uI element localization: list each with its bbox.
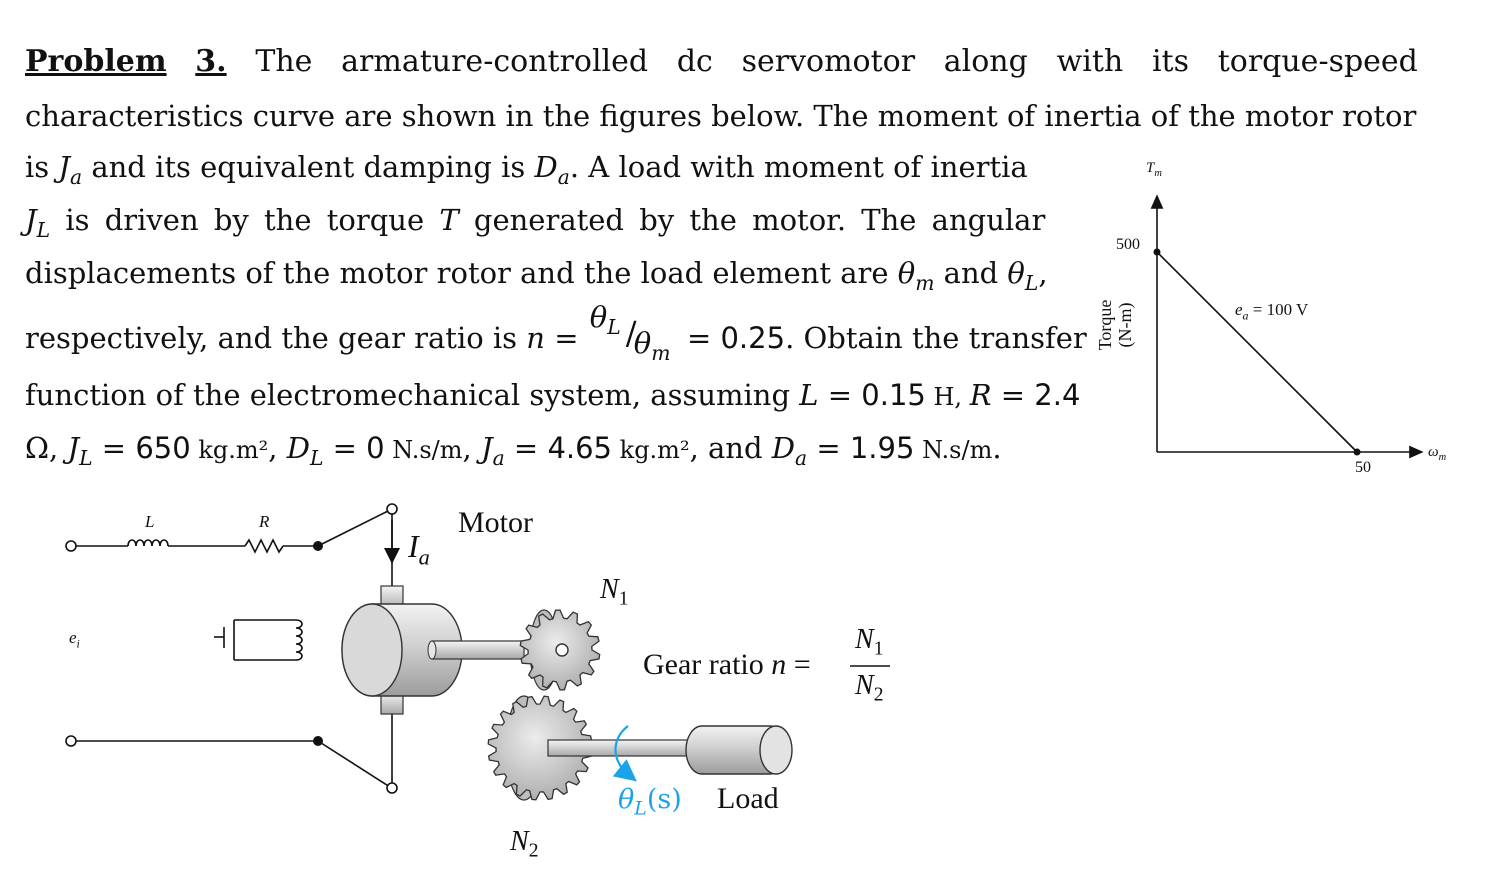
- problem-line-6: respectively, and the gear ratio is n = …: [25, 300, 1087, 365]
- gear-ratio-text: Gear ratio n =: [643, 648, 811, 681]
- gear-ratio-numerator: N1: [855, 624, 884, 660]
- input-terminal-top: [65, 540, 77, 552]
- problem-line-5: displacements of the motor rotor and the…: [25, 256, 1048, 295]
- gear-n2: [487, 695, 593, 801]
- input-terminal-bottom: [65, 735, 77, 747]
- switch-contact-bottom: [386, 782, 398, 794]
- line-label: ea = 100 V: [1235, 300, 1309, 323]
- resistor-label: R: [259, 512, 270, 531]
- problem-number: 3.: [195, 44, 227, 79]
- word: servomotor: [741, 44, 916, 79]
- motor-shaft: [431, 640, 525, 660]
- problem-line-8: Ω, JL = 650 kg.m², DL = 0 N.s/m, Ja = 4.…: [25, 431, 1002, 470]
- switch-arm-top: [317, 509, 391, 547]
- switch-contact-top: [386, 503, 398, 515]
- inductor-label: L: [145, 512, 155, 531]
- gear-ratio-fraction: θL/θm: [589, 300, 671, 365]
- resistor: [244, 538, 317, 554]
- problem-line-3: is Ja and its equivalent damping is Da. …: [25, 150, 1028, 189]
- current-label: Ia: [408, 528, 430, 570]
- problem-line-1: Problem 3. The armature-controlled dc se…: [25, 44, 1418, 79]
- gear-n1-hub: [555, 643, 569, 657]
- gear2-teeth: [487, 695, 593, 801]
- x-axis-symbol: ωm: [1428, 444, 1447, 463]
- load-angle-label: θL(s): [618, 784, 682, 820]
- word: along: [943, 44, 1028, 79]
- inductor: [76, 539, 245, 547]
- word: its: [1151, 44, 1189, 79]
- field-battery: [214, 619, 296, 661]
- field-coil: [295, 619, 303, 661]
- x-tick-50: 50: [1355, 459, 1371, 476]
- switch-arm-bottom: [317, 740, 391, 788]
- load-shaft: [547, 739, 699, 757]
- gear-n1-label: N1: [600, 574, 629, 610]
- gear-ratio-denominator: N2: [855, 670, 884, 706]
- word: torque-speed: [1217, 44, 1418, 79]
- motor-body: [341, 603, 463, 697]
- load-label: Load: [717, 782, 779, 815]
- motor-label: Motor: [458, 506, 533, 539]
- input-voltage-label: ei: [69, 628, 80, 651]
- load-cylinder: [685, 725, 793, 775]
- problem-line-2: characteristics curve are shown in the f…: [25, 99, 1417, 133]
- problem-line-7: function of the electromechanical system…: [25, 378, 1081, 412]
- y-axis-symbol: Tm: [1146, 160, 1162, 179]
- y-tick-500: 500: [1116, 236, 1140, 253]
- gear-n2-label: N2: [510, 826, 539, 862]
- word: with: [1056, 44, 1124, 79]
- word: armature-controlled: [341, 44, 649, 79]
- problem-heading: Problem: [25, 44, 167, 79]
- problem-line-4: JL is driven by the torque T generated b…: [25, 203, 1046, 242]
- word: The: [255, 44, 313, 79]
- word: dc: [676, 44, 713, 79]
- rotation-arrow: [612, 725, 637, 782]
